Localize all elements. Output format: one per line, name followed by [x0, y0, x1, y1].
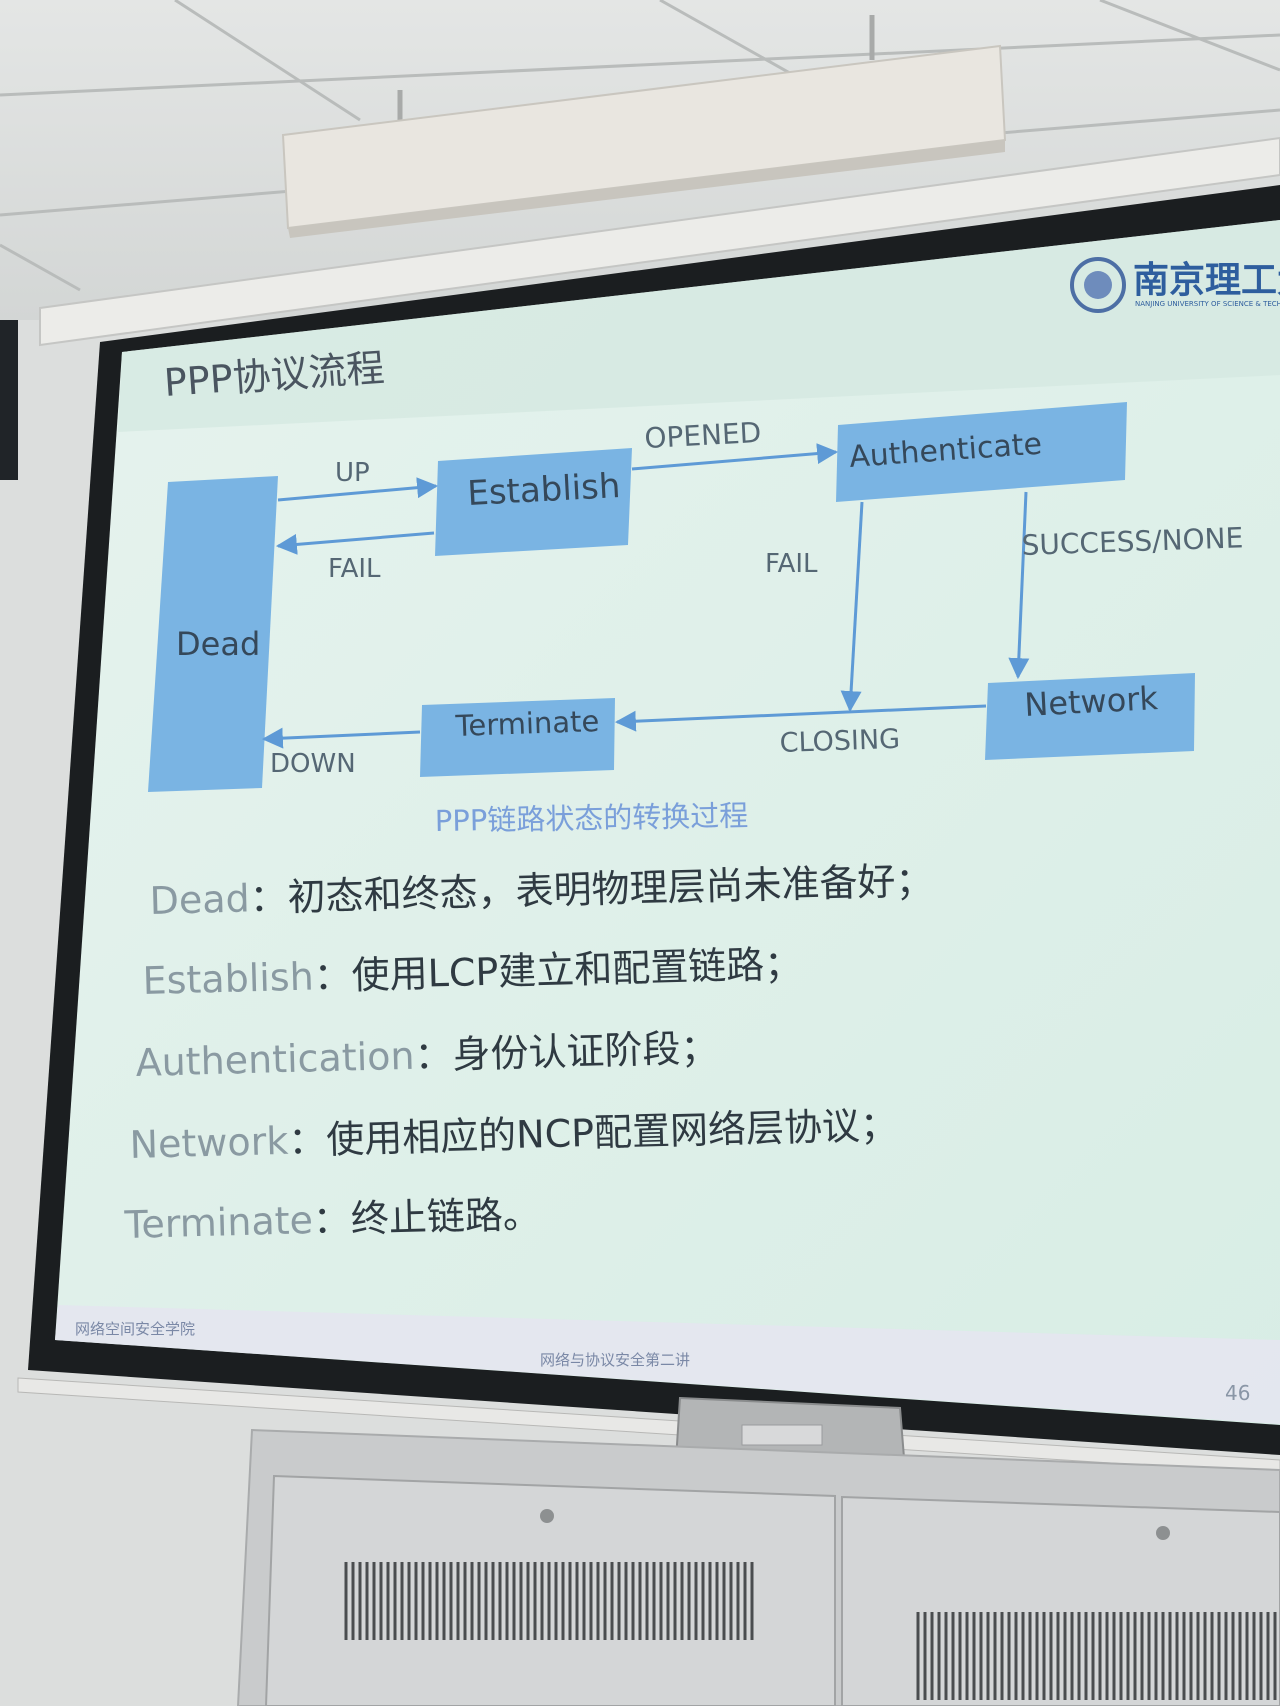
logo-subtext: NANJING UNIVERSITY OF SCIENCE & TECH: [1135, 300, 1280, 308]
label-down: DOWN: [270, 749, 356, 779]
state-authenticate: Authenticate: [836, 402, 1127, 502]
definition-terminate-term: Terminate: [123, 1198, 313, 1247]
definition-authentication-term: Authentication: [135, 1034, 415, 1085]
definition-terminate-desc: ：终止链路。: [312, 1192, 541, 1242]
ceiling-light-fixture: [281, 15, 1007, 238]
arrow-opened: [631, 443, 839, 471]
state-establish-label: Establish: [466, 466, 621, 514]
definition-dead-term: Dead: [149, 876, 250, 923]
diagram-caption: PPP链路状态的转换过程: [435, 799, 749, 838]
state-establish: Establish: [435, 448, 632, 556]
arrow-down: [261, 727, 421, 749]
label-up: UP: [335, 458, 370, 488]
state-network: Network: [985, 673, 1195, 760]
arrow-success: [1008, 491, 1030, 680]
definition-terminate: Terminate：终止链路。: [123, 1192, 541, 1247]
university-logo: 南京理工大 NANJING UNIVERSITY OF SCIENCE & TE…: [1070, 257, 1280, 313]
footer-left: 网络空间安全学院: [75, 1320, 195, 1338]
logo-text: 南京理工大: [1133, 259, 1280, 301]
definition-network-term: Network: [129, 1119, 289, 1167]
label-opened: OPENED: [644, 416, 762, 455]
state-dead: Dead: [148, 476, 278, 792]
state-terminate-label: Terminate: [454, 704, 600, 743]
arrow-fail-authenticate: [840, 501, 864, 713]
label-closing: CLOSING: [779, 724, 900, 759]
state-dead-label: Dead: [176, 625, 260, 663]
label-fail-authenticate: FAIL: [765, 549, 818, 579]
state-network-label: Network: [1023, 679, 1159, 724]
page-number: 46: [1225, 1381, 1250, 1405]
footer-center: 网络与协议安全第二讲: [540, 1351, 690, 1369]
wall-speaker: [0, 320, 18, 480]
definition-establish-term: Establish: [142, 955, 314, 1003]
arrow-up: [277, 477, 439, 502]
definition-authentication: Authentication：身份认证阶段；: [135, 1026, 719, 1085]
state-terminate: Terminate: [420, 698, 615, 777]
label-fail-establish: FAIL: [328, 554, 381, 584]
definition-authentication-desc: ：身份认证阶段；: [414, 1026, 719, 1078]
arrow-fail-establish: [275, 531, 435, 555]
podium-cabinet: [236, 1428, 1280, 1706]
label-success: SUCCESS/NONE: [1021, 521, 1244, 562]
slide: 南京理工大 NANJING UNIVERSITY OF SCIENCE & TE…: [55, 220, 1280, 1425]
arrow-closing: [614, 704, 987, 732]
